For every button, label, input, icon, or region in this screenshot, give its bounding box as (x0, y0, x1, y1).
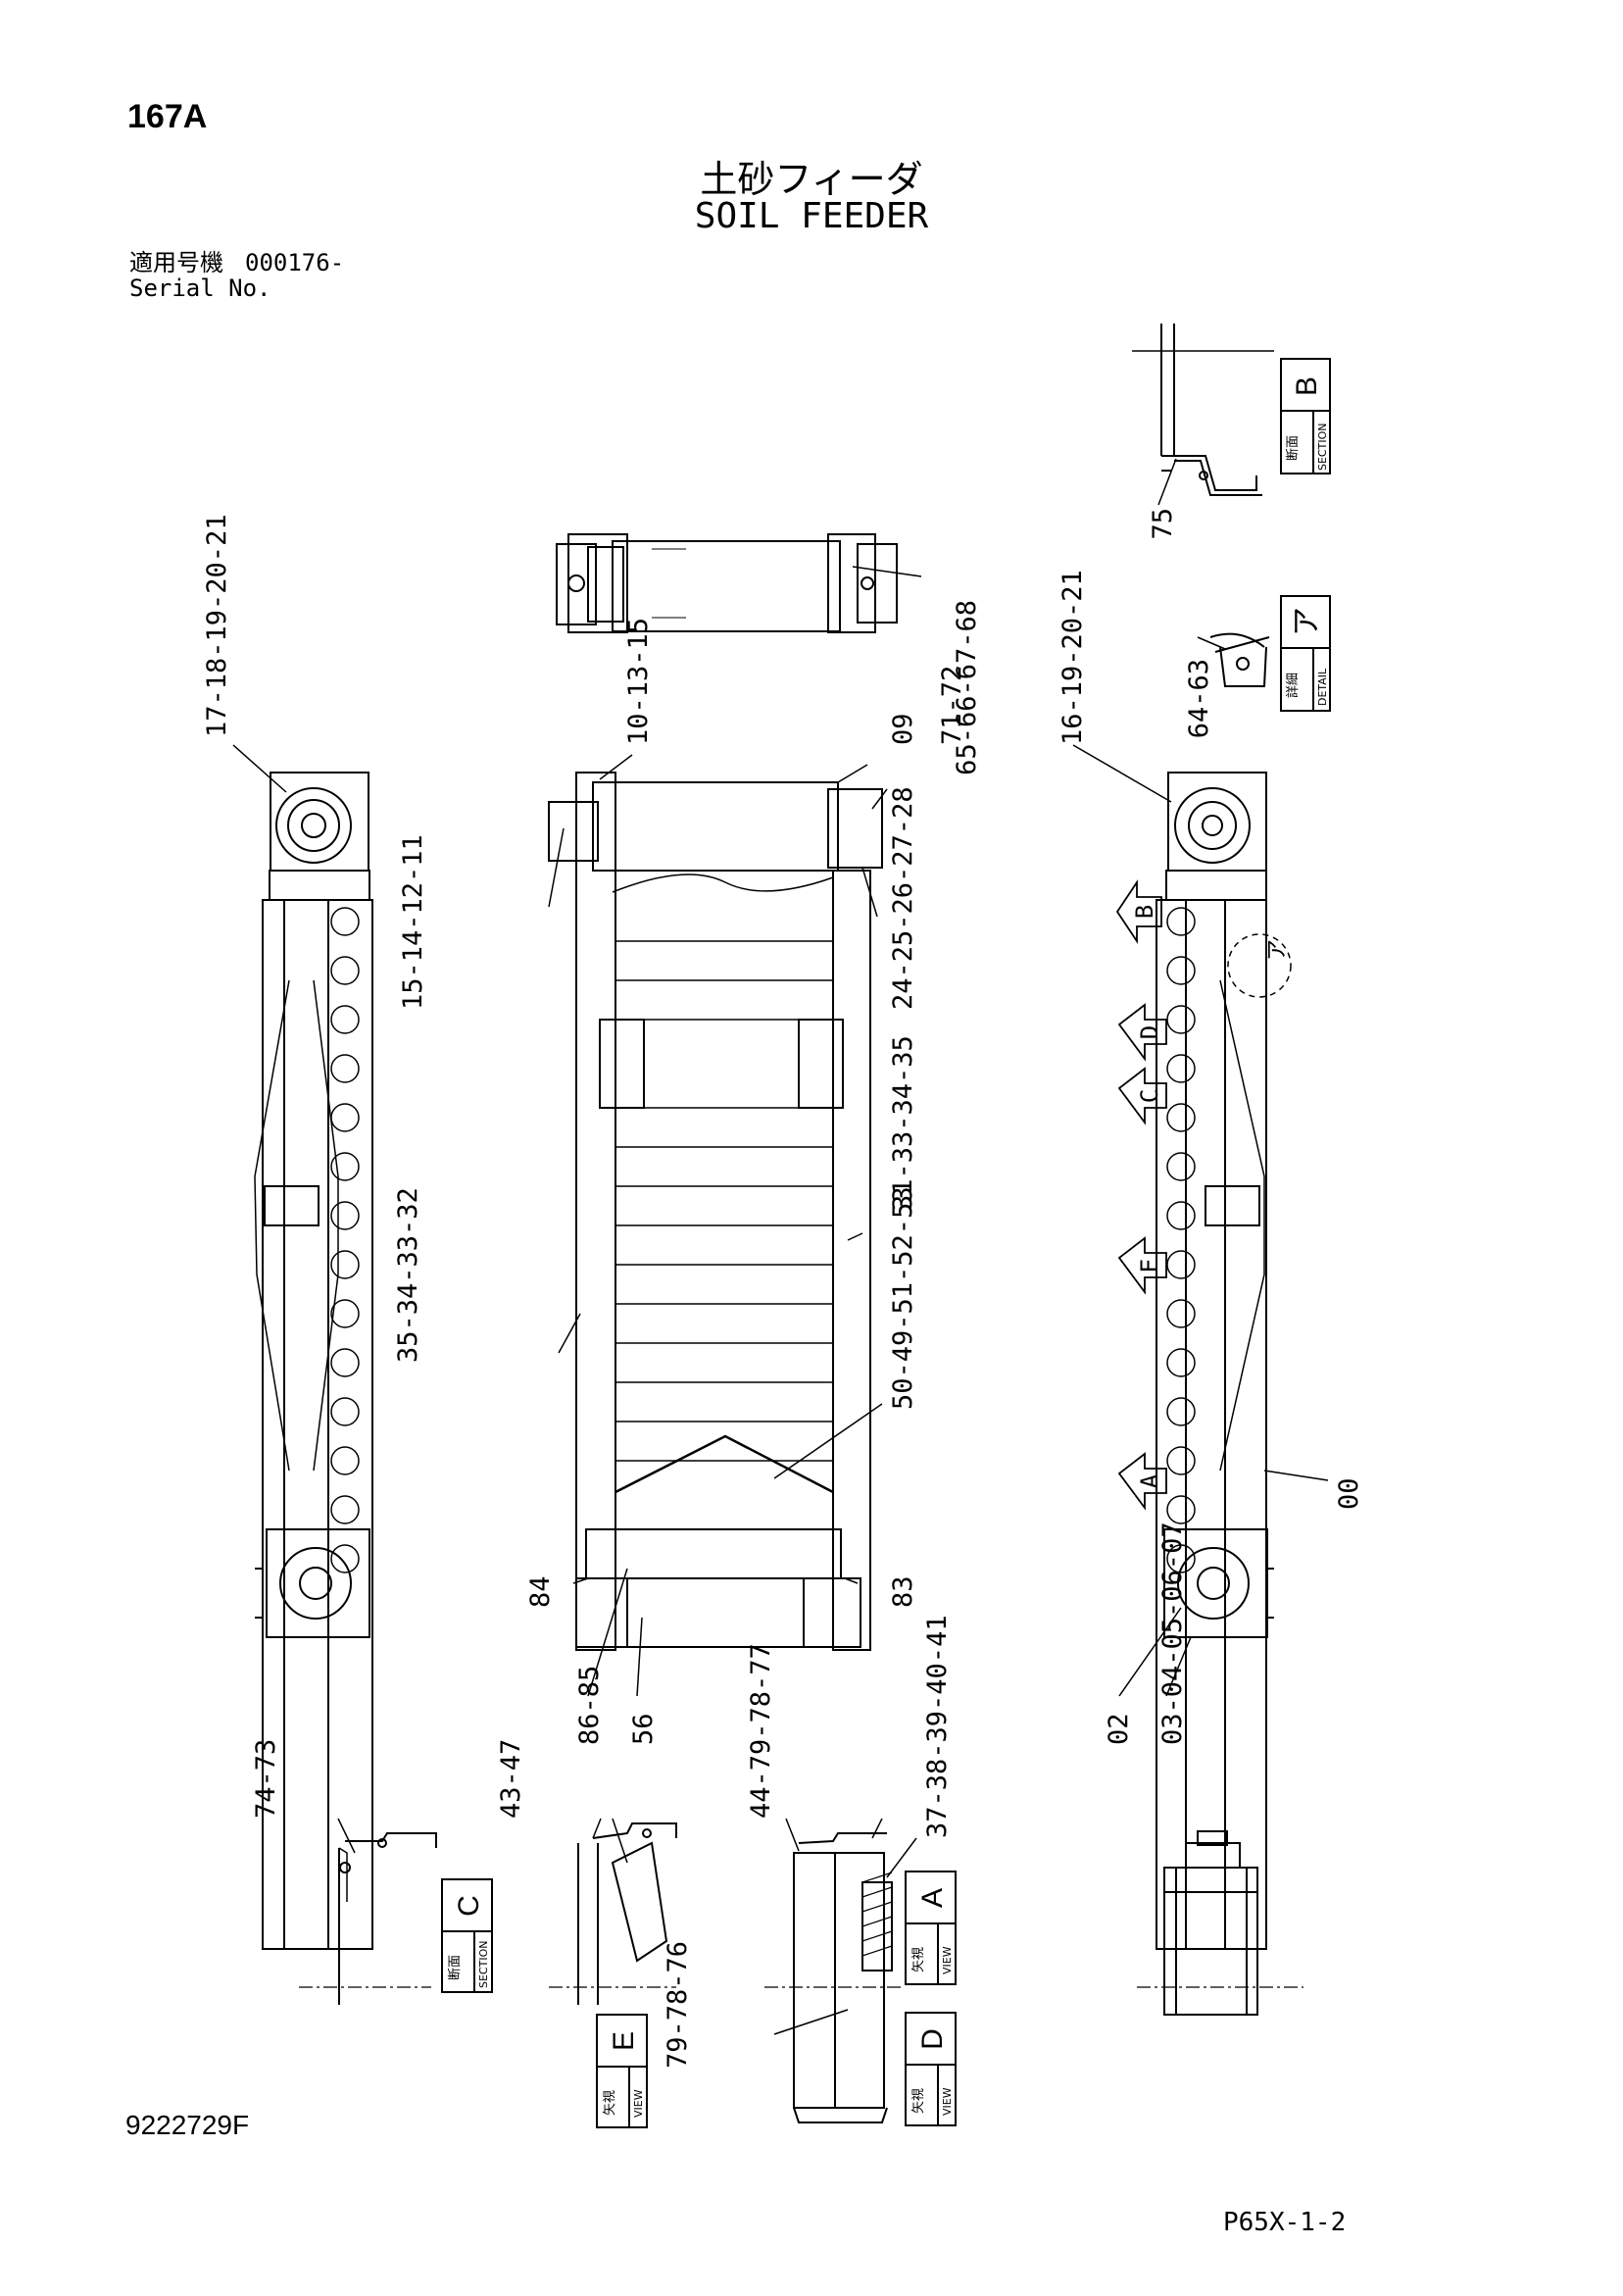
title-english: SOIL FEEDER (694, 196, 929, 236)
callout-84: 84 (525, 1575, 556, 1608)
callout-83: 83 (888, 1575, 918, 1608)
section-b-label-box: B 断面 SECTION (1280, 358, 1331, 474)
callout-43-47: 43-47 (496, 1739, 526, 1819)
callout-50-53: 50-49-51-52-53 (888, 1186, 918, 1410)
leader-lines (232, 458, 1329, 2035)
callout-03-07: 03-04-05-06-07 (1157, 1522, 1188, 1745)
detail-a-view (1209, 632, 1270, 687)
left-side-elevation (254, 772, 373, 1950)
view-a-jp: 矢視 (911, 1947, 926, 1972)
section-c-letter: C (453, 1895, 485, 1917)
callout-44-77: 44-79-78-77 (746, 1643, 776, 1819)
arrow-d-label: D (1136, 1025, 1163, 1039)
view-e-en: VIEW (632, 2089, 645, 2118)
view-e-jp: 矢視 (603, 2090, 617, 2116)
view-d-letter: D (916, 2028, 949, 2050)
section-b-jp: 断面 (1286, 435, 1301, 461)
section-c-jp: 断面 (448, 1955, 463, 1980)
callout-35-32: 35-34-33-32 (393, 1187, 423, 1363)
view-a-en: VIEW (941, 1946, 954, 1974)
arrow-a-label: A (1136, 1473, 1163, 1488)
callout-37-41: 37-38-39-40-41 (922, 1615, 953, 1838)
detail-a-letter: ア (1291, 607, 1323, 636)
callout-09: 09 (888, 713, 918, 745)
left-rollers (330, 907, 360, 1573)
detail-a-label-box: ア 詳細 DETAIL (1280, 595, 1331, 712)
view-a-label-box: A 矢視 VIEW (905, 1871, 957, 1985)
end-view (1137, 1830, 1303, 2016)
callout-10-15: 10-13-15 (623, 618, 654, 745)
view-arrows (1115, 879, 1167, 1511)
section-c-view (299, 1832, 437, 2005)
section-b-en: SECTION (1316, 424, 1329, 471)
view-a-letter: A (916, 1888, 949, 1908)
serial-block: 適用号機 000176- Serial No. (129, 250, 344, 301)
center-plan-view (548, 772, 883, 1651)
title-japanese: 土砂フィーダ (700, 158, 923, 201)
view-d-en: VIEW (941, 2087, 954, 2116)
serial-label-en: Serial No. (129, 275, 271, 302)
view-a-hatching (861, 1872, 893, 1957)
serial-label-jp: 適用号機 (129, 249, 223, 276)
sheet-code: P65X-1-2 (1223, 2208, 1347, 2237)
callout-17-21: 17-18-19-20-21 (202, 514, 232, 737)
section-c-label-box: C 断面 SECTION (441, 1878, 493, 1993)
callout-86-85: 86-85 (574, 1666, 605, 1745)
right-rollers (1166, 907, 1196, 1573)
callout-74-73: 74-73 (251, 1739, 281, 1819)
callout-16-21: 16-19-20-21 (1057, 570, 1088, 745)
arrow-e-label: E (1136, 1259, 1163, 1273)
callout-02: 02 (1104, 1713, 1134, 1745)
view-e-view (549, 1822, 677, 2005)
view-d-label-box: D 矢視 VIEW (905, 2012, 957, 2126)
section-b-view (1132, 324, 1274, 496)
callout-71-72: 71-72 (937, 666, 967, 745)
callout-56: 56 (628, 1713, 659, 1745)
callout-79-76: 79-78-76 (663, 1941, 693, 2069)
callout-15-11: 15-14-12-11 (398, 834, 428, 1010)
view-e-letter: E (608, 2031, 640, 2051)
callout-31-35: 31-33-34-35 (888, 1035, 918, 1211)
callout-65-68: 65-66-67-68 (952, 600, 982, 775)
serial-value: 000176- (245, 249, 345, 276)
callout-24-28: 24-25-26-27-28 (888, 786, 918, 1010)
arrow-c-label: C (1136, 1089, 1163, 1103)
arrow-b-label: B (1131, 905, 1158, 919)
detail-marker-label: ア (1265, 939, 1290, 961)
view-e-label-box: E 矢視 VIEW (596, 2014, 648, 2128)
callout-00: 00 (1334, 1477, 1364, 1510)
section-b-letter: B (1291, 376, 1323, 396)
view-d-jp: 矢視 (911, 2088, 926, 2114)
section-c-en: SECTION (477, 1941, 490, 1988)
right-side-elevation (1156, 772, 1292, 1950)
callout-labels: 75 65-66-67-68 64-63 17-18-19-20-21 10-1… (202, 508, 1364, 2069)
document-number: 9222729F (125, 2110, 250, 2140)
page-number: 167A (127, 98, 208, 135)
view-a-d-view (793, 1832, 893, 2123)
detail-a-en: DETAIL (1316, 668, 1329, 706)
detail-a-jp: 詳細 (1285, 673, 1301, 698)
top-drum-view (556, 533, 898, 633)
callout-64-63: 64-63 (1184, 659, 1214, 738)
belt-slats (615, 940, 833, 1462)
callout-75: 75 (1148, 508, 1178, 540)
